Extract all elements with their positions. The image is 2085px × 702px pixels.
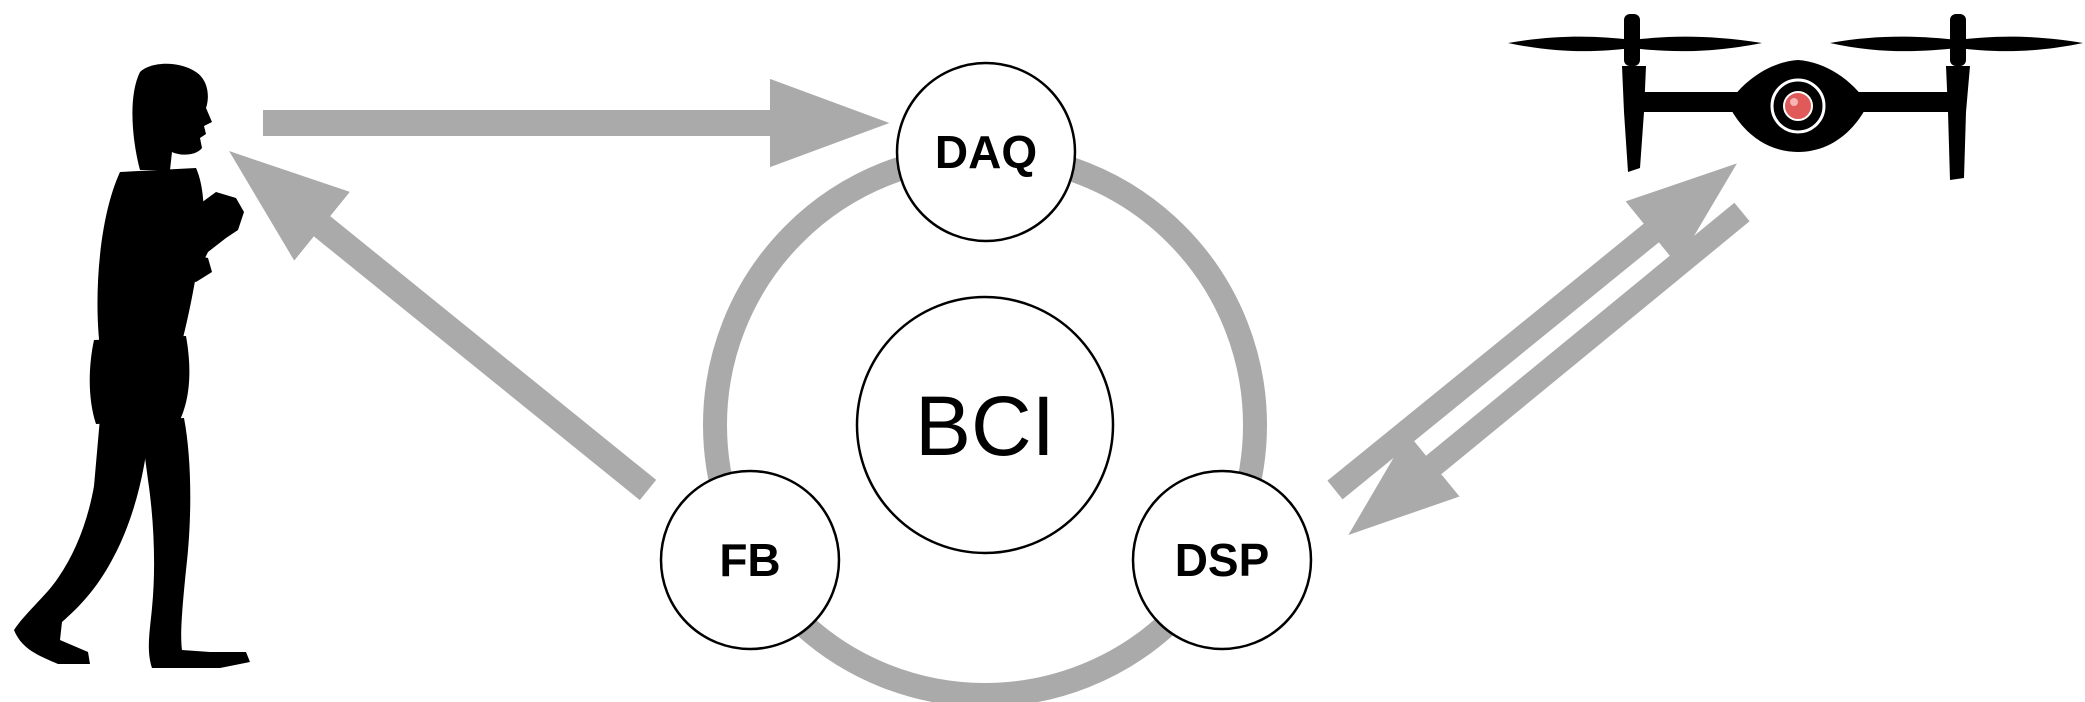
drone-arm-left [1634,92,1760,112]
drone-lens-highlight [1790,98,1798,106]
human-silhouette-icon [14,63,250,668]
arrow-drone-to-dsp [1348,202,1750,535]
bci-node: BCI [855,295,1115,555]
drone-leg-right [1946,66,1970,180]
arrow-dsp-to-drone [1327,163,1737,500]
drone-camera-lens-icon [1783,91,1813,121]
fb-label: FB [719,534,780,586]
dsp-label: DSP [1175,534,1270,586]
drone-rotor-hub-left [1624,14,1640,66]
daq-label: DAQ [935,126,1037,178]
dsp-node: DSP [1131,469,1313,651]
drone-leg-left [1622,66,1646,172]
drone-arm-right [1838,92,1960,112]
arrow-fb-to-human [229,151,657,501]
drone-icon [1508,14,2083,180]
bci-label: BCI [915,379,1055,473]
daq-node: DAQ [895,61,1077,243]
fb-node: FB [659,469,841,651]
drone-rotor-hub-right [1950,14,1966,66]
